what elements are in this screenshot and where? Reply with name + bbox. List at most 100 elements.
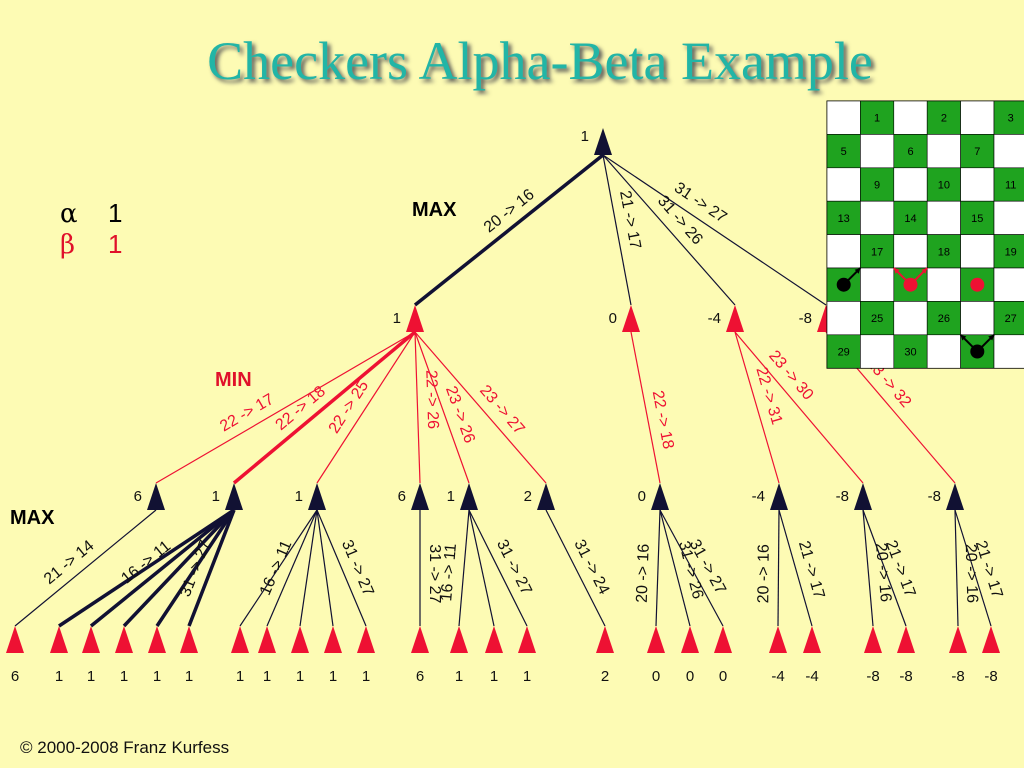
board-light-square (860, 134, 895, 169)
square-number: 14 (904, 213, 916, 225)
min-move-label: 22 -> 26 (422, 370, 441, 430)
min-move-label: 22 -> 17 (217, 391, 277, 436)
black-piece (970, 344, 985, 359)
max-node (946, 483, 964, 510)
leaf-node (949, 626, 967, 653)
leaf-node (258, 626, 276, 653)
min-node-value: -4 (708, 310, 721, 327)
max-node (147, 483, 165, 510)
beta-value: 1 (108, 229, 123, 259)
level-label-max-bottom: MAX (10, 507, 55, 529)
max-node-value: 6 (398, 488, 406, 505)
edge-root-1 (602, 154, 632, 306)
leaf-value: 1 (236, 668, 244, 685)
edge-max-12 (458, 509, 470, 627)
square-number: 2 (941, 113, 947, 125)
board-light-square (826, 167, 861, 202)
min-node-value: 1 (393, 310, 401, 327)
alpha-value: 1 (108, 198, 123, 228)
edge-max-14 (468, 509, 528, 627)
max-node (537, 483, 555, 510)
square-number: 6 (907, 146, 913, 158)
square-number: 1 (874, 113, 880, 125)
leaf-value: 1 (523, 668, 531, 685)
square-number: 19 (1005, 246, 1017, 258)
leaf-value: 1 (455, 668, 463, 685)
max-move-label: 20 -> 16 (962, 544, 981, 604)
square-number: 3 (1008, 113, 1014, 125)
leaf-node (647, 626, 665, 653)
board-dark-square (993, 234, 1024, 269)
edge-max-6 (239, 509, 318, 627)
min-node (726, 305, 744, 332)
max-node-value: 1 (447, 488, 455, 505)
leaf-value: -8 (984, 668, 997, 685)
leaf-value: 1 (87, 668, 95, 685)
leaf-value: 1 (153, 668, 161, 685)
square-number: 7 (974, 146, 980, 158)
level-label-min: MIN (215, 369, 252, 391)
max-node-value: 2 (524, 488, 532, 505)
max-node (460, 483, 478, 510)
leaf-node (231, 626, 249, 653)
leaf-node (769, 626, 787, 653)
leaf-value: 0 (719, 668, 727, 685)
red-piece (970, 277, 985, 292)
board-dark-square (960, 200, 995, 235)
board-dark-square (893, 200, 928, 235)
min-node (406, 305, 424, 332)
board-dark-square (860, 167, 895, 202)
edge-max-22 (862, 509, 907, 627)
edge-max-2 (89, 508, 236, 628)
min-node-value: -8 (799, 310, 812, 327)
edge-max-10 (316, 509, 367, 627)
board-light-square (926, 267, 961, 302)
board-light-square (826, 234, 861, 269)
beta-symbol: β (60, 230, 76, 260)
leaf-node (115, 626, 133, 653)
max-move-label: 31 -> 27 (426, 544, 443, 603)
max-move-label: 31 -> 27 (177, 538, 214, 599)
leaf-node (148, 626, 166, 653)
board-dark-square (993, 100, 1024, 135)
max-move-label: 20 -> 16 (872, 542, 894, 602)
board-light-square (926, 200, 961, 235)
leaf-value: 1 (362, 668, 370, 685)
leaf-node (485, 626, 503, 653)
max-move-label: 20 -> 16 (634, 543, 653, 603)
edge-min-6 (630, 331, 661, 484)
leaf-value: 1 (185, 668, 193, 685)
move-arrow-head (960, 334, 967, 341)
max-node-value: -8 (928, 488, 941, 505)
max-move-label: 16 -> 11 (257, 538, 296, 598)
board-dark-square (860, 100, 895, 135)
board-light-square (860, 267, 895, 302)
board-dark-square (926, 301, 961, 336)
leaf-node (714, 626, 732, 653)
max-node-value: -4 (752, 488, 765, 505)
max-node (411, 483, 429, 510)
leaf-value: 2 (601, 668, 609, 685)
board-light-square (960, 301, 995, 336)
board-light-square (993, 134, 1024, 169)
leaf-value: -4 (771, 668, 784, 685)
min-move-label: 23 -> 27 (476, 382, 528, 438)
move-arrow-head (988, 334, 994, 341)
edge-min-3 (414, 331, 421, 484)
square-number: 11 (1005, 180, 1016, 192)
board-light-square (960, 100, 995, 135)
alpha-symbol: α (60, 199, 78, 229)
square-number: 17 (871, 246, 883, 258)
board-light-square (926, 134, 961, 169)
edge-max-7 (266, 509, 318, 627)
board-dark-square (926, 167, 961, 202)
leaf-node (50, 626, 68, 653)
max-node (651, 483, 669, 510)
edge-min-8 (734, 331, 864, 484)
board-light-square (860, 334, 895, 369)
edge-max-13 (468, 509, 495, 627)
board-light-square (893, 167, 928, 202)
